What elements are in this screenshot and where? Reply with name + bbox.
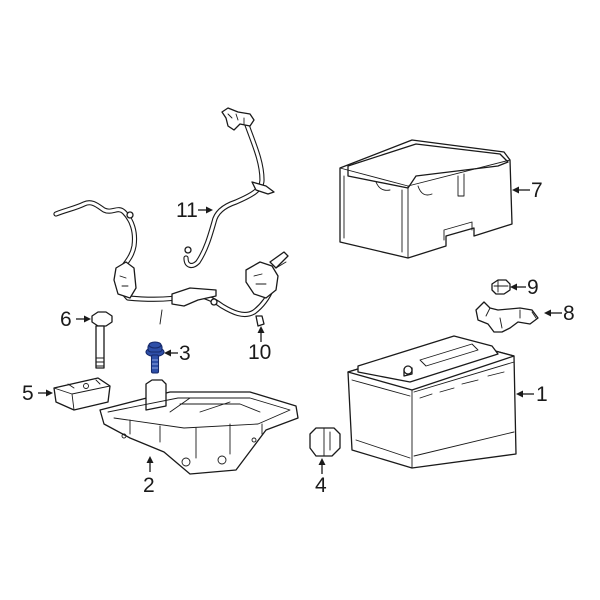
callout-10-label: 10 xyxy=(248,341,271,364)
callout-6[interactable]: 6 xyxy=(60,308,91,331)
part-3-tray-bolt[interactable] xyxy=(145,341,165,374)
callout-1-label: 1 xyxy=(536,383,548,406)
callout-11-label: 11 xyxy=(176,199,198,222)
callout-11[interactable]: 11 xyxy=(176,199,213,222)
part-4-retainer-clip[interactable] xyxy=(309,427,341,457)
callout-4-label: 4 xyxy=(315,474,327,497)
callout-9[interactable]: 9 xyxy=(510,276,539,299)
callout-3-label: 3 xyxy=(179,342,191,365)
part-11-negative-cable[interactable] xyxy=(183,107,275,269)
callout-1[interactable]: 1 xyxy=(516,383,548,406)
part-10-positive-cable[interactable] xyxy=(53,200,289,327)
part-5-hold-down-block[interactable] xyxy=(53,377,111,411)
callout-6-label: 6 xyxy=(60,308,72,331)
callout-7-label: 7 xyxy=(531,179,543,202)
callout-8-label: 8 xyxy=(563,302,575,325)
callout-4[interactable]: 4 xyxy=(315,458,327,497)
callout-10[interactable]: 10 xyxy=(248,326,271,364)
callout-3[interactable]: 3 xyxy=(164,342,191,365)
callout-7[interactable]: 7 xyxy=(512,179,543,202)
callout-8[interactable]: 8 xyxy=(544,302,575,325)
callout-2-label: 2 xyxy=(143,474,155,497)
part-1-battery[interactable] xyxy=(347,335,517,469)
callout-5-label: 5 xyxy=(22,382,34,405)
callout-9-label: 9 xyxy=(527,276,539,299)
callout-5[interactable]: 5 xyxy=(22,382,53,405)
part-6-long-bolt[interactable] xyxy=(91,311,113,369)
part-9-nut[interactable] xyxy=(491,279,511,295)
part-7-battery-cover[interactable] xyxy=(339,139,513,259)
part-2-battery-tray[interactable] xyxy=(99,379,299,475)
part-8-hold-down-clamp[interactable] xyxy=(475,301,539,333)
callout-2[interactable]: 2 xyxy=(143,456,155,497)
